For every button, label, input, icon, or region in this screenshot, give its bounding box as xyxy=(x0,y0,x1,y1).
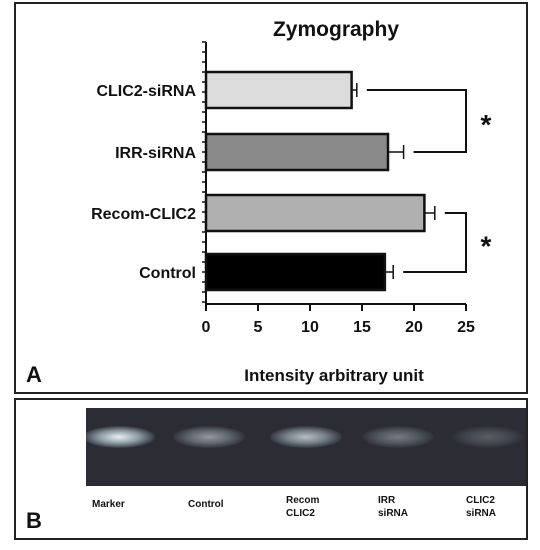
panel-a-chart: Zymography Intensity arbitrary unit 0 5 10… xyxy=(14,2,528,394)
significance-bracket xyxy=(366,89,467,153)
panel-a-letter: A xyxy=(26,362,42,387)
zymography-gel-image xyxy=(86,408,526,486)
gel-band xyxy=(270,426,342,448)
mmp9-band-label: MMP-9 xyxy=(40,434,73,445)
x-tick-label: 25 xyxy=(457,319,475,336)
significance-bracket xyxy=(403,212,467,273)
x-tick-label: 15 xyxy=(353,319,371,336)
panel-b-gel: MMP-9 Marker Control Recom CLIC2 IRR siRNA C… xyxy=(14,398,528,540)
y-tick-label: Recom-CLIC2 xyxy=(91,206,196,223)
significance-star: * xyxy=(481,109,492,140)
chart-title: Zymography xyxy=(273,18,399,41)
bar-clic2-sirna xyxy=(204,70,353,110)
y-tick-label: CLIC2-siRNA xyxy=(96,83,196,100)
x-tick-label: 10 xyxy=(301,319,319,336)
x-tick-label: 20 xyxy=(405,319,423,336)
gel-band xyxy=(362,426,434,448)
lane-label: CLIC2 siRNA xyxy=(466,495,497,519)
lane-label: Marker xyxy=(92,499,125,510)
gel-band xyxy=(452,426,524,448)
lane-label: Control xyxy=(188,499,224,510)
y-tick-label: Control xyxy=(139,265,196,282)
x-tick-label: 0 xyxy=(202,319,211,336)
gel-band xyxy=(173,426,245,448)
lane-label: IRR siRNA xyxy=(378,495,409,519)
bar-irr-sirna xyxy=(204,132,390,172)
bar-recom-clic2 xyxy=(204,193,426,233)
lane-label: Recom CLIC2 xyxy=(286,495,320,519)
gel-band xyxy=(86,426,155,448)
zymography-bar-chart: Zymography Intensity arbitrary unit 0 5 10… xyxy=(91,18,492,385)
significance-star: * xyxy=(481,231,492,262)
panel-b-letter: B xyxy=(26,508,42,533)
bar-control xyxy=(204,252,387,292)
x-tick-label: 5 xyxy=(254,319,263,336)
y-tick-label: IRR-siRNA xyxy=(115,145,196,162)
x-axis-label: Intensity arbitrary unit xyxy=(244,366,424,385)
